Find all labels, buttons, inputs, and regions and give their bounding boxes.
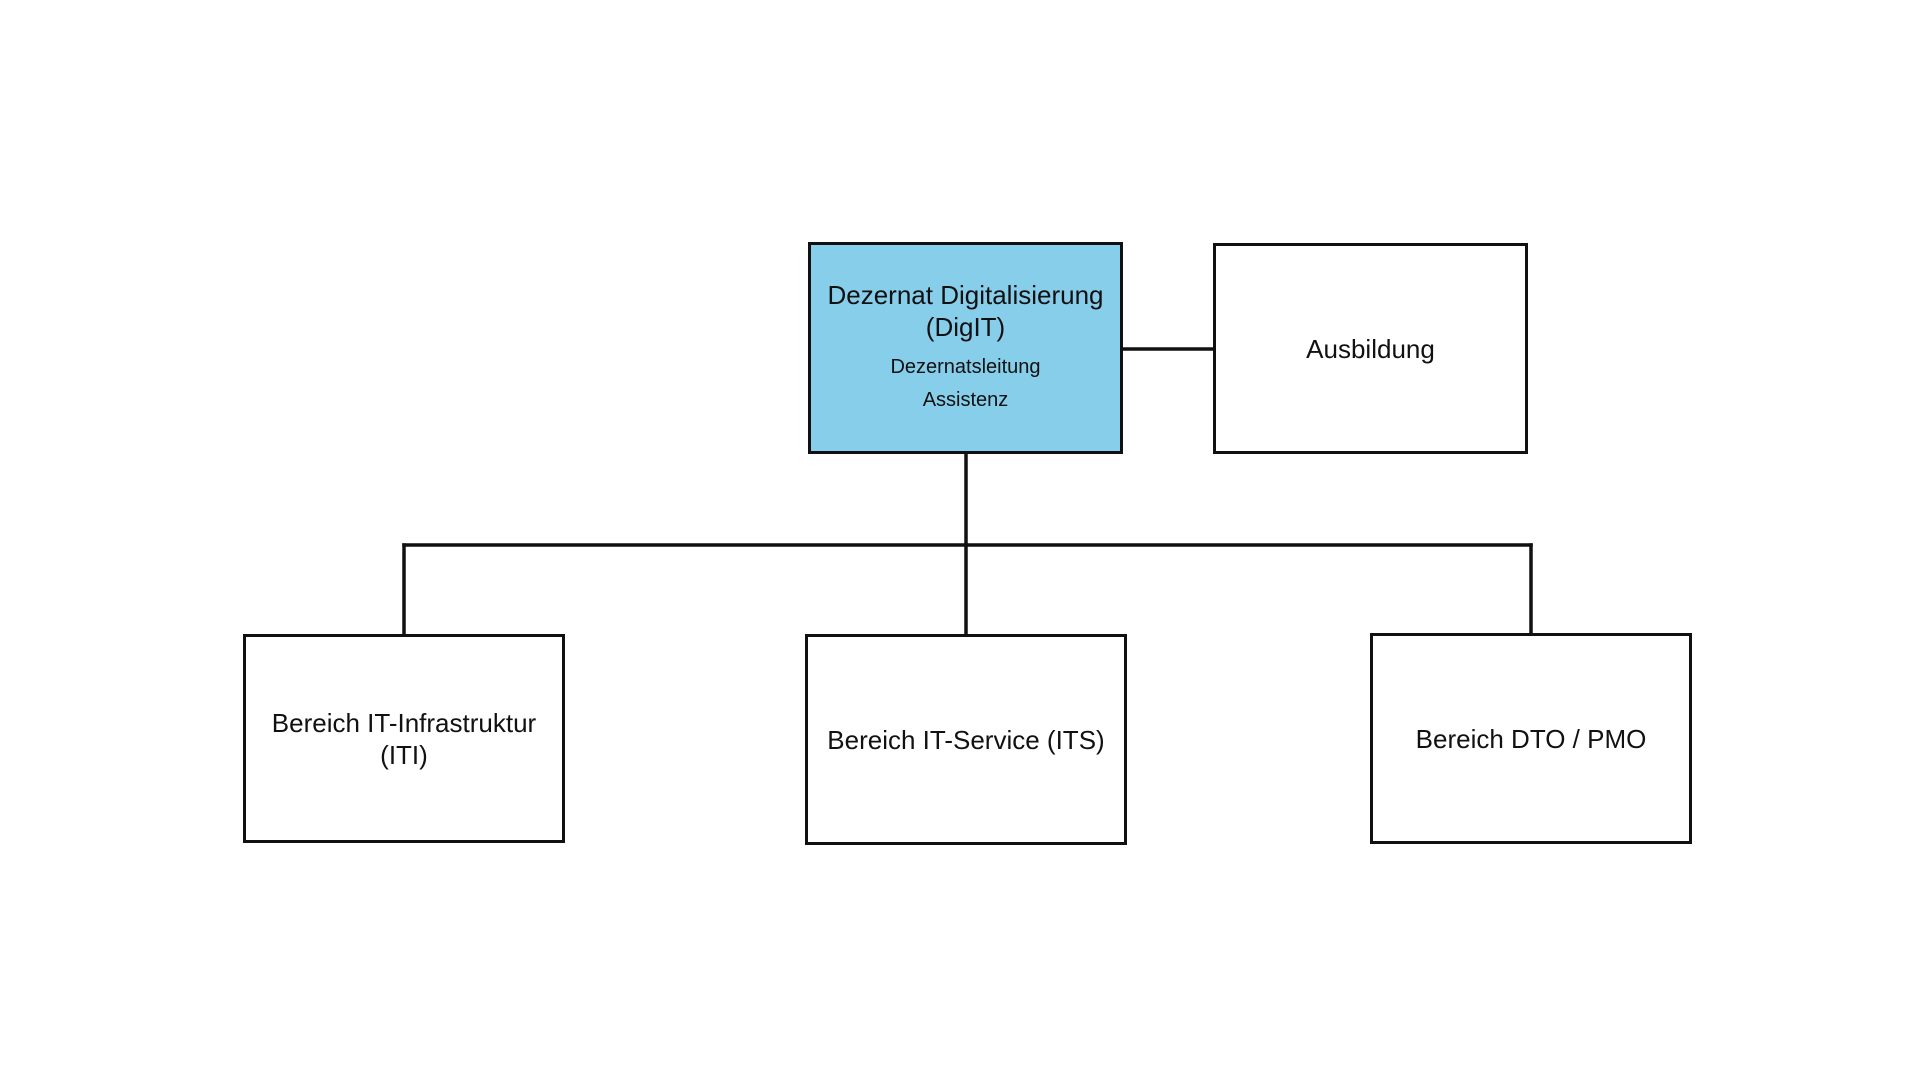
- root-unit-title-line2: (DigIT): [925, 312, 1006, 342]
- root-unit-sub-assistance: Assistenz: [922, 389, 1009, 411]
- child-unit-box-dto: Bereich DTO / PMO: [1370, 633, 1692, 844]
- root-unit-box: Dezernat Digitalisierung (DigIT) Dezerna…: [808, 242, 1123, 454]
- child-unit-dto-label: Bereich DTO / PMO: [1415, 723, 1647, 754]
- child-unit-its-label: Bereich IT-Service (ITS): [827, 724, 1105, 755]
- child-unit-box-iti: Bereich IT-Infrastruktur (ITI): [243, 634, 565, 843]
- ausbildung-label: Ausbildung: [1306, 333, 1435, 364]
- child-unit-iti-line1: Bereich IT-Infrastruktur: [271, 707, 537, 738]
- root-unit-sub-leadership: Dezernatsleitung: [890, 356, 1041, 378]
- child-unit-box-its: Bereich IT-Service (ITS): [805, 634, 1127, 845]
- ausbildung-box: Ausbildung: [1213, 243, 1528, 454]
- root-unit-title-line1: Dezernat Digitalisierung: [827, 280, 1104, 310]
- child-unit-iti-line2: (ITI): [380, 739, 428, 770]
